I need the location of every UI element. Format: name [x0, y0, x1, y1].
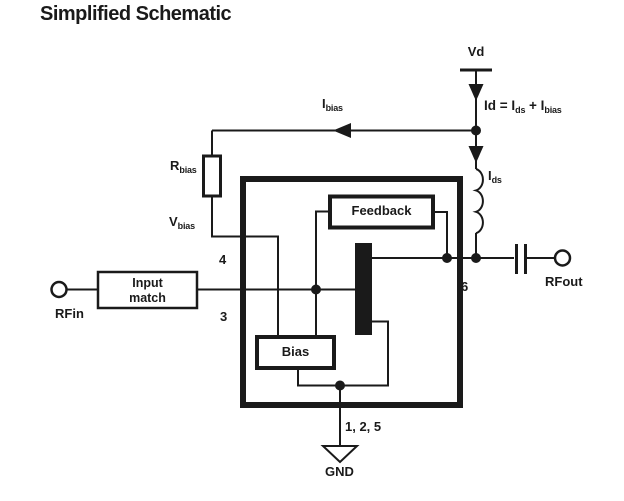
- inductor-coil-icon: [472, 168, 484, 235]
- rbias-sub: bias: [179, 165, 197, 175]
- junction-dot-output: [471, 253, 481, 263]
- input-match-line2: match: [129, 291, 166, 305]
- supply-branch: [460, 68, 492, 259]
- rfin-terminal-icon: [50, 280, 68, 299]
- gnd-label: GND: [325, 464, 354, 479]
- transistor-bar-icon: [355, 243, 372, 335]
- vbias-sub: bias: [177, 221, 195, 231]
- output-branch: [372, 244, 572, 274]
- ids-base: I: [488, 168, 492, 183]
- vbias-label: Vbias: [169, 214, 195, 231]
- vbias-base: V: [169, 214, 178, 229]
- source-branch: [297, 320, 389, 464]
- id-equation-sub1: ds: [515, 105, 526, 115]
- rfin-label: RFin: [55, 306, 84, 321]
- feedback-box: [328, 194, 435, 230]
- gate-branch: [197, 210, 355, 339]
- junction-dots: [311, 125, 481, 391]
- rbias-label: Rbias: [170, 158, 197, 175]
- current-arrow-down-2-icon: [468, 146, 484, 163]
- page-title: Simplified Schematic: [40, 3, 232, 25]
- pin-6-label: 6: [461, 279, 469, 294]
- id-equation-sub2: bias: [544, 105, 562, 115]
- ic-package-outline: [240, 176, 463, 408]
- feedback-block: [328, 194, 448, 258]
- vd-label: Vd: [467, 44, 485, 59]
- bias-box: [255, 335, 336, 370]
- pin-3-label: 3: [220, 309, 228, 324]
- rbias-resistor-icon: [202, 154, 222, 198]
- feedback-block-label: Feedback: [351, 203, 412, 218]
- current-arrow-left-icon: [333, 123, 351, 138]
- source-wire: [297, 320, 389, 387]
- id-equation-mid: + I: [525, 98, 545, 113]
- id-equation-label: Id = Ids + Ibias: [484, 98, 562, 115]
- input-match-line1: Input: [132, 276, 163, 290]
- junction-dot-source: [335, 380, 345, 391]
- input-match-box: [96, 270, 199, 310]
- ibias-label: Ibias: [322, 96, 343, 113]
- rfout-terminal-icon: [553, 249, 572, 267]
- rbias-base: R: [170, 158, 180, 173]
- ibias-sub: bias: [325, 103, 343, 113]
- junction-dot-supply: [471, 125, 481, 136]
- current-arrow-down-1-icon: [468, 84, 484, 101]
- id-equation-pre: Id = I: [484, 98, 516, 113]
- junction-dot-gate: [311, 284, 321, 295]
- ground-pins-label: 1, 2, 5: [345, 419, 382, 434]
- feedback-to-drain-wire: [433, 211, 448, 258]
- ground-symbol-icon: [320, 445, 360, 464]
- bias-block-label: Bias: [281, 344, 310, 359]
- ibias-base: I: [322, 96, 326, 111]
- input-branch: [50, 270, 199, 310]
- rfout-label: RFout: [545, 274, 583, 289]
- ids-sub: ds: [491, 175, 502, 185]
- gate-to-feedback-wire: [315, 210, 330, 290]
- pin-4-label: 4: [219, 252, 227, 267]
- junction-dot-feedback: [442, 253, 452, 263]
- ids-label: Ids: [488, 168, 502, 185]
